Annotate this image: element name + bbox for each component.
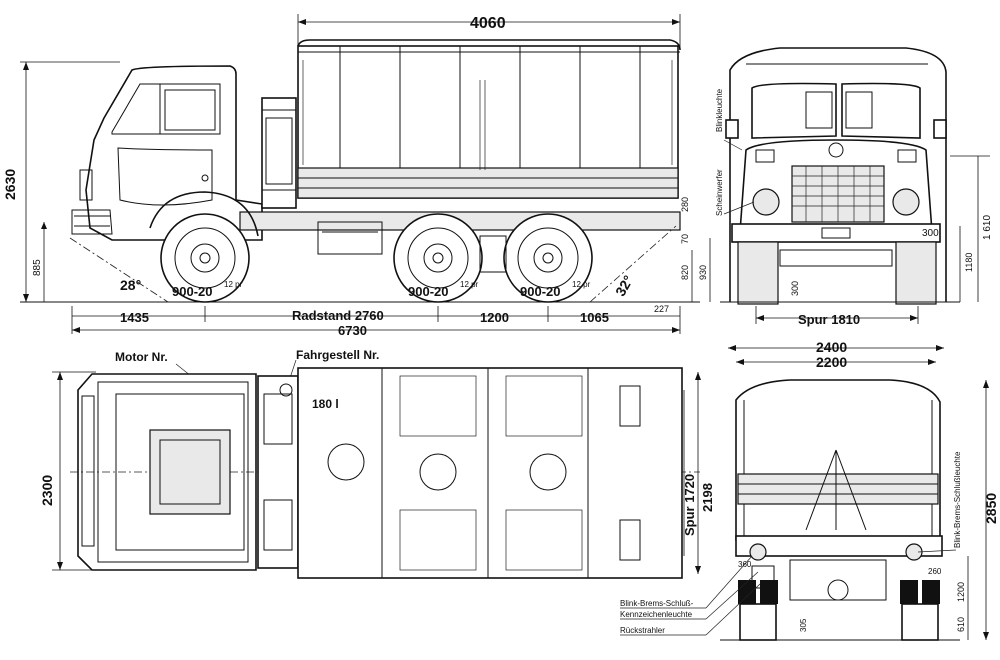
dim-2850: 2850 <box>983 493 999 524</box>
front-wheel <box>160 213 250 303</box>
dim-227: 227 <box>654 304 669 314</box>
dim-885: 885 <box>32 259 43 276</box>
label-rear-lamp: Blink-Brems-Schlußleuchte <box>953 451 962 548</box>
headlight-left <box>752 188 780 216</box>
dim-70: 70 <box>680 234 690 244</box>
front-grille-lines <box>792 166 884 222</box>
dim-1200-rear: 1200 <box>956 582 966 602</box>
ply-rear1: 12 pr <box>460 280 479 289</box>
top-view: Motor Nr. Fahrgestell Nr. 2300 180 l <box>39 348 715 579</box>
rear-wheel-1 <box>393 213 483 303</box>
tank-label: 180 l <box>312 397 339 411</box>
dim-track-front: Spur 1810 <box>798 312 860 327</box>
dim-930: 930 <box>698 265 708 280</box>
dim-4060: 4060 <box>470 15 506 32</box>
legend-line-3: Rückstrahler <box>620 626 665 635</box>
rear-lamp-left <box>749 543 767 561</box>
ply-front: 12 pr <box>224 280 243 289</box>
legend-line-2: Kennzeichenleuchte <box>620 610 693 619</box>
dim-820: 820 <box>680 265 690 280</box>
dim-1200: 1200 <box>480 310 509 325</box>
side-view: 4060 2630 885 <box>2 14 711 338</box>
dim-1435: 1435 <box>120 310 149 325</box>
chassis-label: Fahrgestell Nr. <box>296 348 379 362</box>
dim-wheelbase: Radstand 2760 <box>292 308 384 323</box>
tire-rear1-label: 900-20 <box>408 284 448 299</box>
angle-rear: 32° <box>612 273 636 299</box>
front-view: Blinkleuchte Scheinwerfer 1 610 1180 300… <box>715 47 993 327</box>
rear-wheel-2 <box>503 213 593 303</box>
dim-1065: 1065 <box>580 310 609 325</box>
dim-2300: 2300 <box>39 475 55 506</box>
tire-front-label: 900-20 <box>172 284 212 299</box>
dim-305: 305 <box>799 618 808 632</box>
dim-track-rear: Spur 1720 <box>682 474 697 536</box>
dim-360: 360 <box>738 560 752 569</box>
dim-1610: 1 610 <box>982 215 993 240</box>
motor-label: Motor Nr. <box>115 350 168 364</box>
dim-2630: 2630 <box>2 169 18 200</box>
label-scheinwerfer: Scheinwerfer <box>715 169 724 216</box>
dim-1180: 1180 <box>964 253 974 272</box>
dim-610: 610 <box>956 617 966 632</box>
tire-rear2-label: 900-20 <box>520 284 560 299</box>
dim-280: 280 <box>680 197 690 212</box>
dim-300-low: 300 <box>790 281 800 296</box>
dim-2200: 2200 <box>816 354 847 370</box>
headlight-right <box>892 188 920 216</box>
legend-line-1: Blink-Brems-Schluß- <box>620 599 694 608</box>
dim-2400: 2400 <box>816 339 847 355</box>
label-blinkleuchte: Blinkleuchte <box>715 88 724 132</box>
dim-300-right: 300 <box>922 228 939 239</box>
dim-6730: 6730 <box>338 323 367 338</box>
ply-rear2: 12 pr <box>572 280 591 289</box>
rear-view: 2400 2200 2850 1200 61 <box>620 339 999 641</box>
dim-260: 260 <box>928 567 942 576</box>
dim-2198: 2198 <box>700 483 715 512</box>
angle-front: 28° <box>120 277 141 293</box>
